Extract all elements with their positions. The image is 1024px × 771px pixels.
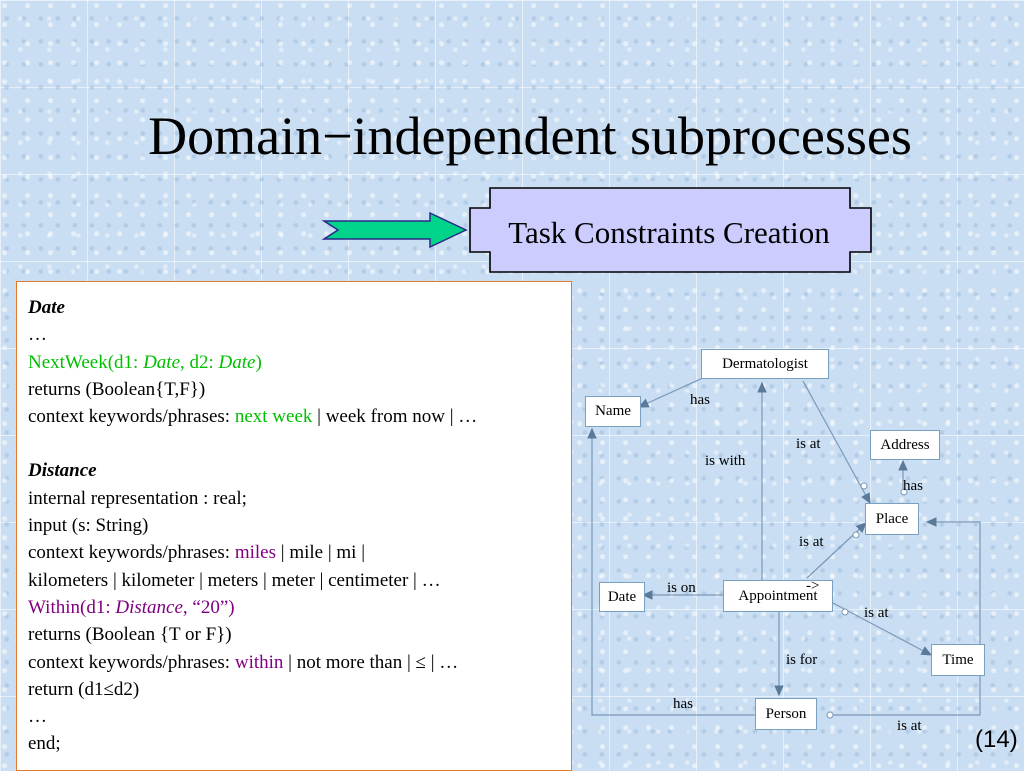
distance-heading: Distance [28, 460, 97, 482]
node-name: Name [585, 396, 641, 427]
label-appt-time-is-at: is at [864, 605, 889, 621]
object-relationship-diagram [587, 376, 981, 719]
edge-derm-place [802, 380, 871, 505]
distance-internal: internal representation : real; [28, 487, 247, 509]
label-appt-derm-is-with: is with [705, 453, 746, 469]
participation-dot [860, 482, 868, 490]
node-person: Person [755, 698, 817, 730]
end-keyword: end; [28, 733, 61, 755]
node-place: Place [865, 503, 919, 535]
node-time: Time [931, 644, 985, 676]
task-constraints-box [469, 187, 872, 273]
label-appt-person-is-for: is for [786, 652, 818, 668]
task-constraints-label: Task Constraints Creation [508, 215, 830, 250]
nextweek-returns: returns (Boolean{T,F}) [28, 378, 206, 400]
nextweek-signature: NextWeek(d1: Date, d2: Date) [28, 351, 262, 373]
edge-person-place [833, 517, 981, 716]
nextweek-context: context keywords/phrases: next week | we… [28, 406, 478, 428]
slide-title: Domain−independent subprocesses [148, 106, 912, 166]
constraint-spec-panel: Date … NextWeek(d1: Date, d2: Date) retu… [16, 281, 572, 771]
edge-appt-time [832, 602, 933, 656]
slide-number: (14) [975, 726, 1018, 753]
label-appt-place-is-at: is at [799, 534, 824, 550]
node-dermatologist: Dermatologist [701, 349, 829, 379]
participation-dot [841, 608, 849, 616]
node-address: Address [870, 430, 940, 460]
edge-derm-name [637, 376, 706, 408]
participation-dot [826, 711, 834, 719]
date-ellipsis: … [28, 324, 47, 346]
label-derm-place-is-at: is at [796, 436, 821, 452]
label-appt-marker: -> [806, 578, 820, 594]
distance-context: context keywords/phrases: miles | mile |… [28, 542, 366, 564]
label-place-address-has: has [903, 478, 923, 494]
within-signature: Within(d1: Distance, “20”) [28, 596, 235, 618]
participation-dot [900, 488, 908, 496]
label-appt-date-is-on: is on [667, 580, 696, 596]
distance-input: input (s: String) [28, 515, 149, 537]
node-appointment: Appointment [723, 580, 833, 612]
date-heading: Date [28, 297, 65, 318]
label-person-place-is-at: is at [897, 718, 922, 734]
within-returns: returns (Boolean {T or F}) [28, 624, 232, 646]
distance-ellipsis: … [28, 706, 47, 728]
node-date: Date [599, 582, 645, 612]
participation-dot [852, 531, 860, 539]
label-derm-name-has: has [690, 392, 710, 408]
process-arrow-icon [321, 211, 468, 249]
edge-person-name [587, 427, 757, 716]
distance-context-line2: kilometers | kilometer | meters | meter … [28, 569, 441, 591]
within-return-expr: return (d1≤d2) [28, 678, 140, 700]
within-context: context keywords/phrases: within | not m… [28, 651, 459, 673]
label-person-name-has: has [673, 696, 693, 712]
